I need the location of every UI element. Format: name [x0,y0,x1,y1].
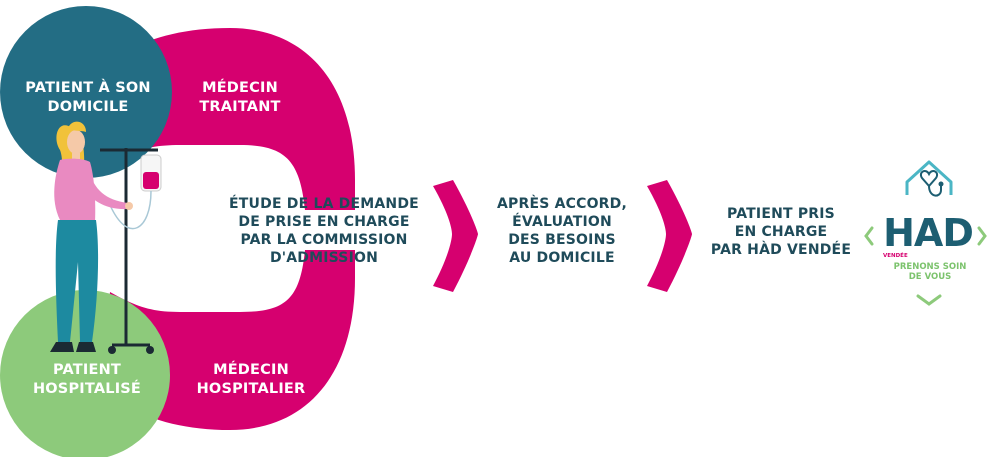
step-3-care-start: PATIENT PRIS EN CHARGE PAR HÀD VENDÉE [710,206,852,258]
home-patient-circle [0,6,172,178]
logo-region: VENDÉE [883,253,908,259]
step-1-admission-review: ÉTUDE DE LA DEMANDE DE PRISE EN CHARGE P… [229,196,419,266]
stethoscope-icon [919,170,942,197]
step-chevron-1 [433,180,478,292]
patient-figure [50,121,133,352]
step-2-needs-assessment: APRÈS ACCORD, ÉVALUATION DES BESOINS AU … [496,196,627,266]
chevron-right-icon [977,226,987,246]
logo-tagline: PRENONS SOIN DE VOUS [893,262,967,282]
house-heart-icon [905,160,953,195]
chevron-down-icon [916,294,942,306]
step-chevron-2 [647,180,692,292]
iv-stand [100,148,162,354]
had-logo [864,160,987,306]
hospitalized-patient-label: PATIENT HOSPITALISÉ [32,362,142,397]
chevron-left-icon [864,226,874,246]
home-patient-label: PATIENT À SON DOMICILE [25,80,151,115]
general-practitioner-label: MÉDECIN TRAITANT [199,80,281,115]
logo-wordmark: HAD [883,211,974,255]
hospital-doctor-label: MÉDECIN HOSPITALIER [196,362,306,397]
